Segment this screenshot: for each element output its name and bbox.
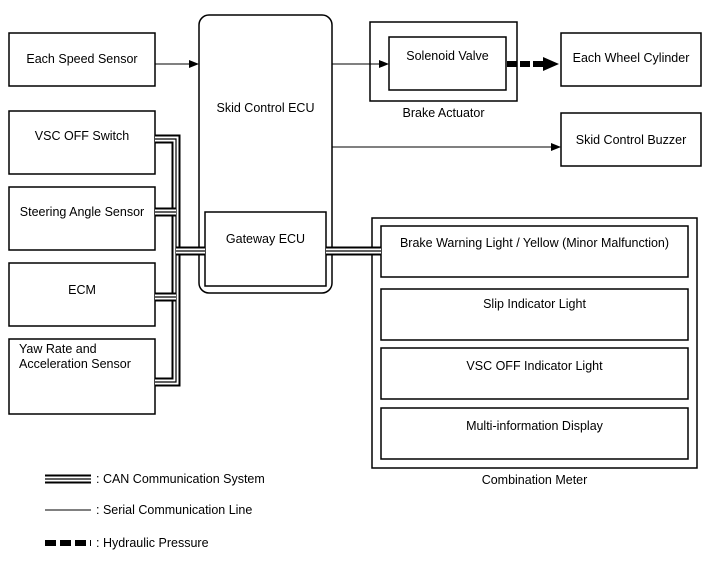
yaw-rate-label-line2: Acceleration Sensor (19, 357, 131, 371)
ecm-label: ECM (68, 283, 96, 297)
steering-angle-sensor-label: Steering Angle Sensor (19, 205, 145, 219)
gateway-ecu-label: Gateway ECU (225, 232, 306, 246)
brake-actuator-label: Brake Actuator (402, 106, 485, 120)
meter-item-label-2: Slip Indicator Light (483, 297, 586, 311)
skid-control-ecu-label: Skid Control ECU (216, 101, 315, 115)
legend-can-label: : CAN Communication System (96, 472, 265, 486)
buzzer-box (560, 112, 702, 167)
solenoid-valve-box (388, 36, 507, 91)
speed-sensor-label: Each Speed Sensor (26, 52, 138, 66)
buzzer-label: Skid Control Buzzer (575, 133, 687, 147)
meter-item-box-3 (380, 347, 689, 400)
meter-item-box-2 (380, 288, 689, 341)
skid-control-ecu-box (198, 14, 333, 294)
vsc-off-switch-label: VSC OFF Switch (34, 129, 130, 143)
gateway-ecu-box (204, 211, 327, 287)
combination-meter-label: Combination Meter (481, 473, 588, 487)
legend-serial-label: : Serial Communication Line (96, 503, 253, 517)
hydraulic-arrowhead (543, 57, 559, 71)
steering-angle-sensor-box (8, 186, 156, 251)
yaw-rate-sensor-box (8, 338, 156, 415)
yaw-rate-label-line1: Yaw Rate and (19, 342, 97, 356)
meter-item-label-4: Multi-information Display (466, 419, 603, 433)
can-bus-left (155, 134, 205, 387)
solenoid-valve-label: Solenoid Valve (406, 49, 489, 63)
meter-item-label-3: VSC OFF Indicator Light (466, 359, 603, 373)
wheel-cylinder-box (560, 32, 702, 87)
legend-hydraulic-label: : Hydraulic Pressure (96, 536, 209, 550)
combination-meter-box (371, 217, 698, 469)
meter-item-box-4 (380, 407, 689, 460)
speed-sensor-box (8, 32, 156, 87)
meter-item-label-1: Brake Warning Light / Yellow (Minor Malf… (399, 236, 670, 250)
meter-item-box-1 (380, 225, 689, 278)
wheel-cylinder-label: Each Wheel Cylinder (572, 51, 690, 65)
